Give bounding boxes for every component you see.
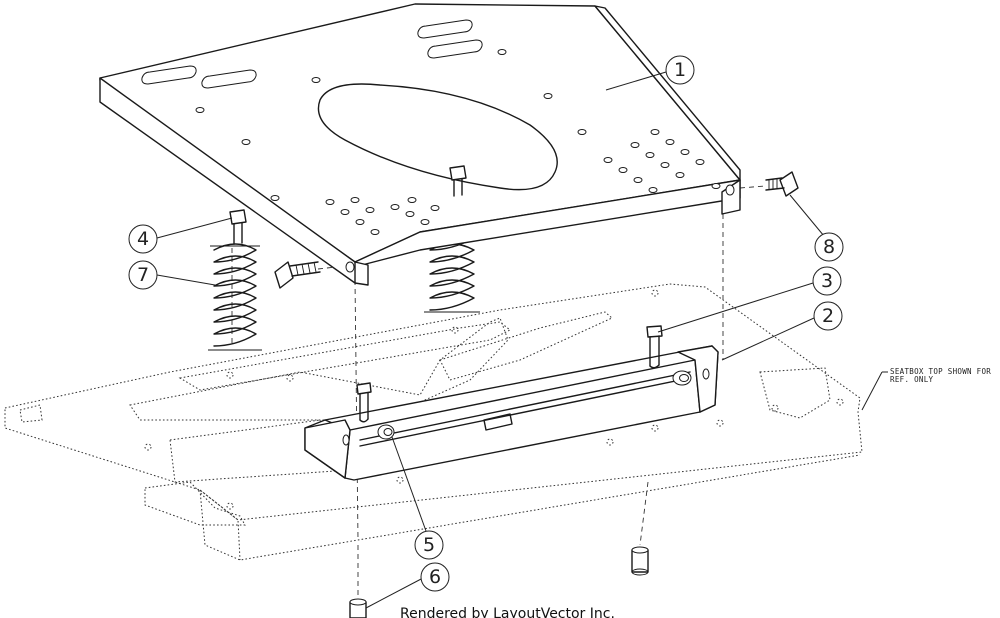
svg-text:4: 4: [137, 228, 149, 250]
side-bolt-right: [765, 171, 799, 197]
svg-text:6: 6: [429, 566, 441, 588]
svg-text:SEATBOX TOP SHOWN FOR: SEATBOX TOP SHOWN FOR: [890, 367, 991, 376]
svg-text:2: 2: [822, 305, 834, 327]
footer-text: Rendered by LayoutVector Inc.: [400, 606, 615, 618]
slide-bracket: [304, 345, 719, 481]
balloon-5: 5: [414, 530, 444, 560]
spring-bolt-right: [449, 165, 467, 197]
reference-note: SEATBOX TOP SHOWN FOR REF. ONLY: [890, 367, 991, 384]
balloon-8: 8: [814, 232, 844, 262]
balloon-2: 2: [813, 301, 843, 331]
top-mounting-plate: [99, 3, 741, 286]
spacer-right: [631, 546, 649, 576]
leader-lines: [156, 71, 888, 609]
svg-text:8: 8: [823, 236, 835, 258]
balloon-6: 6: [420, 562, 450, 592]
bracket-bolt-left: [356, 382, 372, 423]
bracket-bolt-right: [646, 325, 663, 369]
svg-text:3: 3: [821, 270, 833, 292]
balloon-4: 4: [128, 224, 158, 254]
spring-left: [208, 243, 262, 351]
spring-bolt-left: [229, 209, 247, 245]
side-bolt-left: [274, 261, 321, 289]
svg-text:5: 5: [423, 534, 435, 556]
nut-right: [672, 370, 692, 386]
nut-left: [377, 424, 395, 440]
svg-text:1: 1: [674, 59, 686, 81]
spacer-left: [349, 598, 367, 618]
balloon-7: 7: [128, 260, 158, 290]
balloon-3: 3: [812, 266, 842, 296]
svg-text:REF. ONLY: REF. ONLY: [890, 375, 934, 384]
svg-text:7: 7: [137, 264, 149, 286]
balloon-1: 1: [665, 55, 695, 85]
